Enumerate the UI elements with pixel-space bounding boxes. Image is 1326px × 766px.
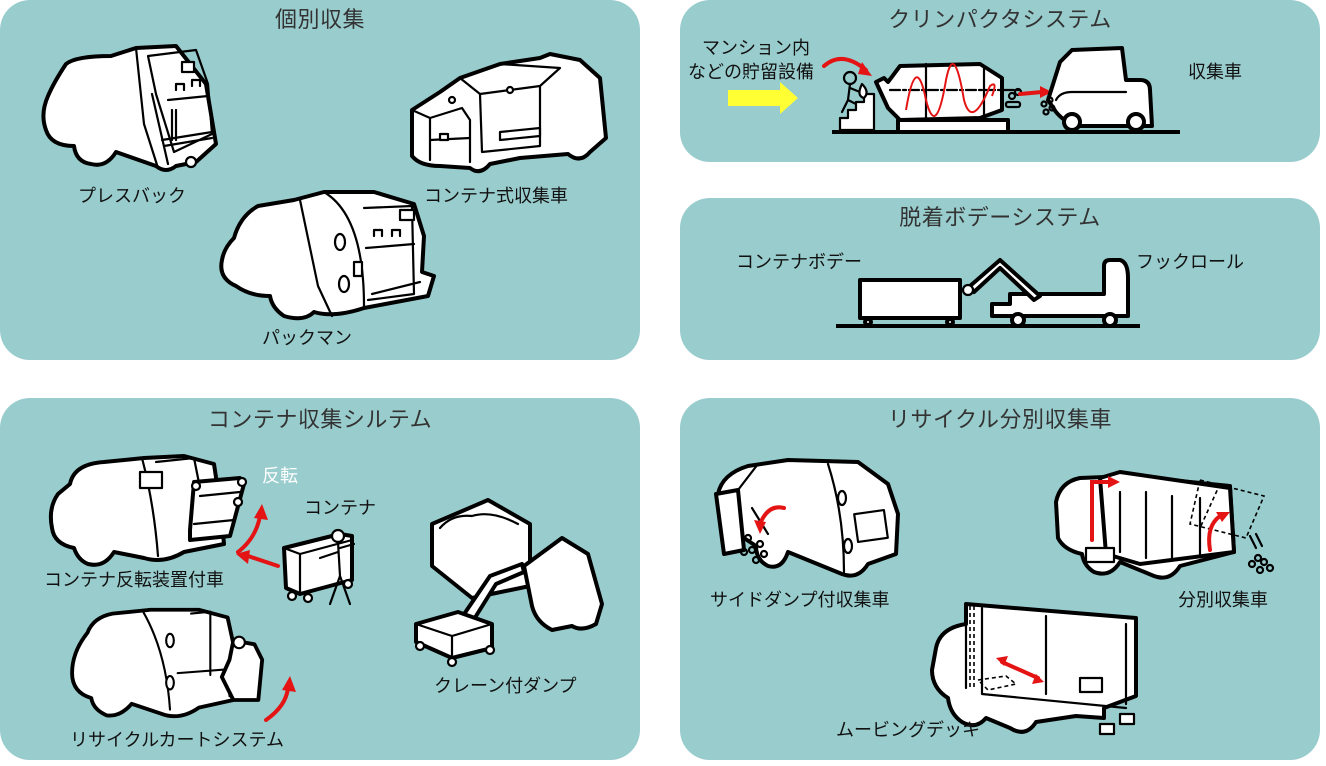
label-press-pack: プレスバック <box>78 186 186 207</box>
moving-deck-truck-illustration <box>930 602 1138 736</box>
panel-title: リサイクル分別収集車 <box>888 408 1112 433</box>
label-flip-truck: コンテナ反転装置付車 <box>44 570 224 591</box>
panel-detachable-body-system: 脱着ボデーシステム コンテナボデー フックロール <box>680 198 1320 360</box>
label-collection-truck: 収集車 <box>1188 62 1242 83</box>
red-arrow-up-icon <box>254 504 268 520</box>
container-truck-illustration <box>410 52 608 174</box>
detachable-body-illustration <box>836 258 1140 328</box>
label-moving-deck: ムービングデッキ <box>836 720 980 741</box>
label-container-body: コンテナボデー <box>736 252 862 273</box>
label-storage-line2: などの貯留設備 <box>688 62 814 83</box>
red-arrow-up-icon <box>282 676 296 692</box>
panel-title: 個別収集 <box>274 8 365 33</box>
panel-recycle-sorting-truck: リサイクル分別収集車 サイドダンプ付収集車 分別収集車 ムービング <box>680 398 1320 760</box>
panel-title: 脱着ボデーシステム <box>899 206 1101 231</box>
panel-individual-collection: 個別収集 プレスバック コンテナ式収集車 パックマン <box>0 0 640 360</box>
panel-clinpacta-system: クリンパクタシステム マンション内 などの貯留設備 収集車 <box>680 0 1320 162</box>
panel-title: クリンパクタシステム <box>888 8 1112 33</box>
label-container-truck: コンテナ式収集車 <box>424 186 568 207</box>
crane-dump-illustration <box>414 498 604 668</box>
red-arrow-icon <box>754 520 766 534</box>
red-arrow-left-icon <box>236 550 250 564</box>
container-cart-illustration <box>282 528 356 606</box>
recycle-cart-truck-illustration <box>70 607 265 719</box>
red-arrow-icon <box>858 62 872 76</box>
label-flip: 反転 <box>262 466 298 487</box>
label-sorting-truck: 分別収集車 <box>1178 590 1268 611</box>
red-arrows <box>236 504 296 722</box>
red-arrow-icon <box>1216 512 1230 522</box>
container-flip-truck-illustration <box>48 454 248 567</box>
label-storage-line1: マンション内 <box>702 38 810 59</box>
panel-container-collection-system: コンテナ収集シルテム 反転 コンテナ コンテナ反転装置付車 リサイクルカートシス <box>0 398 640 760</box>
red-double-arrow-icon <box>996 656 1044 684</box>
red-arrow-icon <box>1108 476 1120 488</box>
label-recycle-cart-system: リサイクルカートシステム <box>70 730 285 751</box>
sorting-truck-illustration <box>1054 470 1275 580</box>
label-container: コンテナ <box>304 498 376 519</box>
label-side-dump: サイドダンプ付収集車 <box>710 590 890 611</box>
packman-truck-illustration <box>219 190 436 321</box>
label-hook-roll: フックロール <box>1136 252 1244 273</box>
panel-title: コンテナ収集シルテム <box>207 408 433 433</box>
clinpacta-illustration <box>728 46 1180 134</box>
press-pack-truck-illustration <box>41 44 218 172</box>
label-crane-dump: クレーン付ダンプ <box>434 676 577 697</box>
yellow-arrow-icon <box>728 82 798 114</box>
label-packman: パックマン <box>262 328 352 349</box>
side-dump-truck-illustration <box>714 458 900 578</box>
